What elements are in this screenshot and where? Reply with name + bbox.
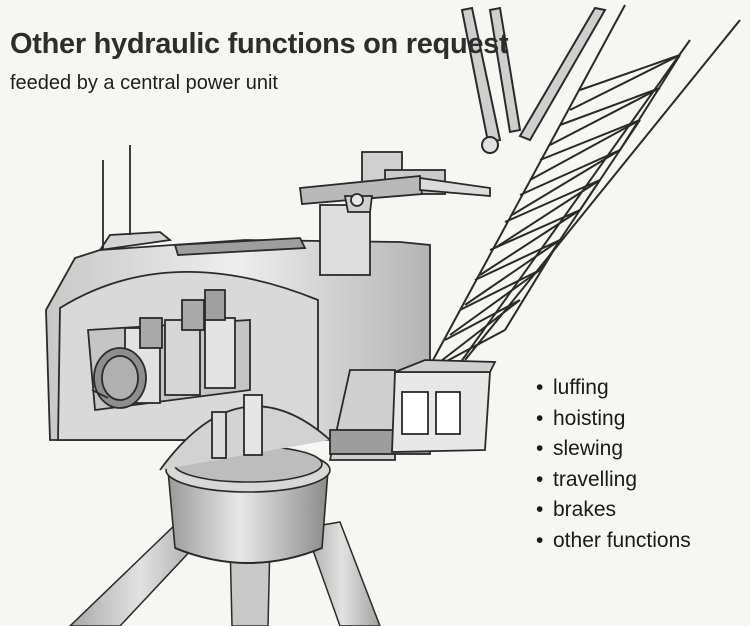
function-item-luffing: luffing xyxy=(536,373,691,404)
function-item-slewing: slewing xyxy=(536,434,691,465)
function-item-other-functions: other functions xyxy=(536,526,691,557)
luffing-cylinder xyxy=(298,175,491,213)
operator-cab xyxy=(391,359,497,453)
a-frame xyxy=(460,6,607,154)
function-item-travelling: travelling xyxy=(536,465,691,496)
function-item-hoisting: hoisting xyxy=(536,404,691,435)
function-list: luffing hoisting slewing travelling brak… xyxy=(536,373,691,556)
diagram-title: Other hydraulic functions on request xyxy=(10,28,509,60)
diagram-subtitle: feeded by a central power unit xyxy=(10,72,278,94)
boom-truss xyxy=(424,4,741,381)
function-item-brakes: brakes xyxy=(536,495,691,526)
